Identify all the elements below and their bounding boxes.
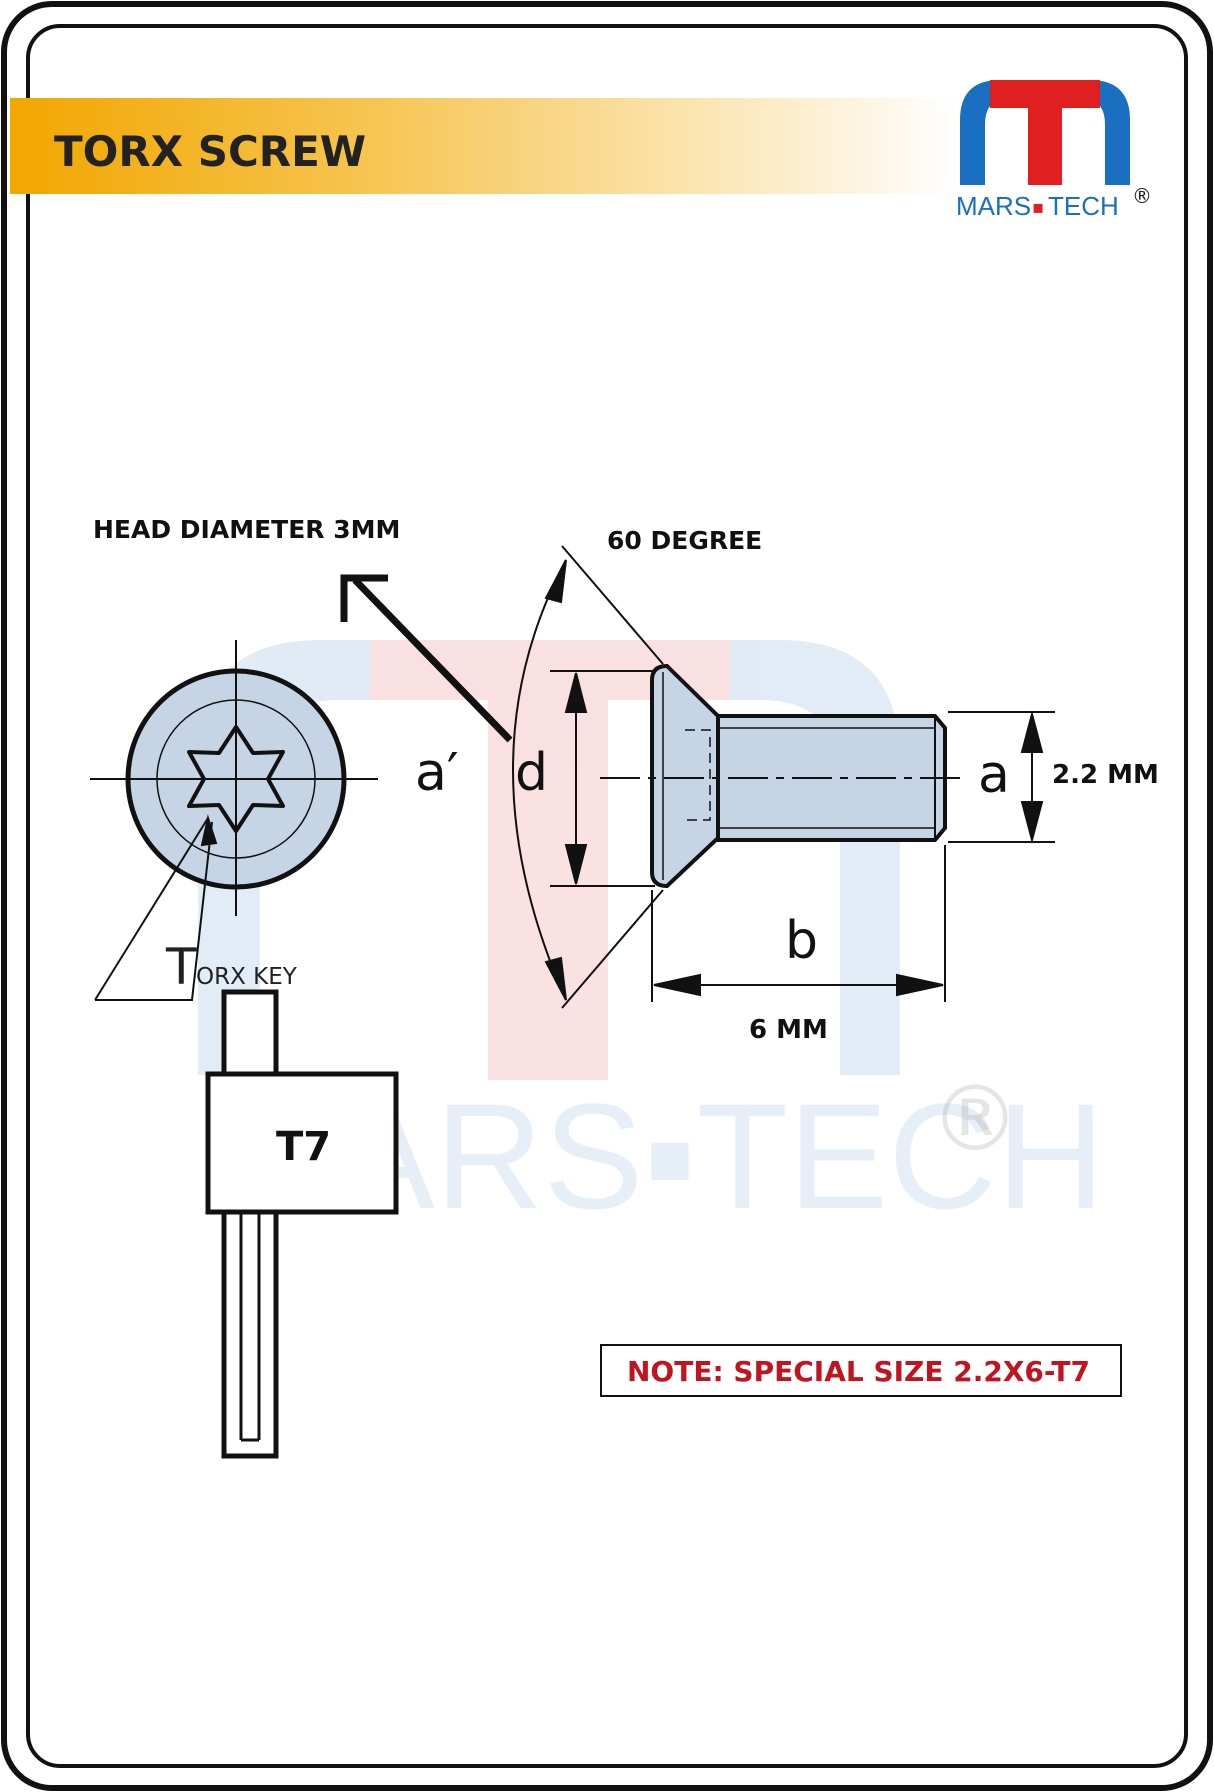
angle-label: 60 DEGREE bbox=[607, 526, 762, 555]
logo-blue-arch-right bbox=[1060, 80, 1130, 185]
mars-tech-logo: MARS ▪ TECH ® bbox=[956, 80, 1152, 221]
title-banner bbox=[10, 98, 960, 194]
logo-red-stem bbox=[1028, 100, 1062, 185]
key-size-label: T7 bbox=[276, 1124, 331, 1170]
b-dimension bbox=[651, 845, 946, 1002]
torx-key-tool bbox=[205, 989, 399, 1459]
d-dimension bbox=[550, 670, 655, 887]
torx-key-label-initial: T bbox=[165, 938, 197, 996]
screw-head-top-view bbox=[90, 640, 378, 916]
a-prime-label: a′ bbox=[415, 743, 459, 803]
b-label: b bbox=[785, 911, 818, 971]
screw-side-view bbox=[600, 663, 962, 889]
head-diameter-arrow bbox=[340, 574, 513, 743]
logo-separator: ▪ bbox=[1032, 197, 1044, 218]
angle-arc bbox=[512, 545, 664, 1009]
page-title: TORX SCREW bbox=[54, 127, 366, 176]
watermark-registered: ® bbox=[930, 1067, 1020, 1172]
head-diameter-label: HEAD DIAMETER 3MM bbox=[93, 515, 400, 544]
inner-frame bbox=[26, 24, 1188, 1768]
b-value-label: 6 MM bbox=[749, 1015, 828, 1045]
d-label: d bbox=[515, 743, 548, 803]
a-dimension bbox=[948, 710, 1055, 844]
logo-text-tech: TECH bbox=[1048, 191, 1119, 221]
torx-key-pointer bbox=[94, 814, 218, 1001]
logo-registered: ® bbox=[1132, 184, 1152, 208]
a-value-label: 2.2 MM bbox=[1052, 760, 1159, 790]
a-label: a bbox=[978, 745, 1010, 805]
note-text: NOTE: SPECIAL SIZE 2.2X6-T7 bbox=[627, 1355, 1090, 1388]
logo-text-mars: MARS bbox=[956, 191, 1031, 221]
logo-blue-arch-left bbox=[960, 80, 1030, 185]
note-box bbox=[600, 1344, 1122, 1397]
torx-key-label-rest: ORX KEY bbox=[196, 964, 298, 990]
